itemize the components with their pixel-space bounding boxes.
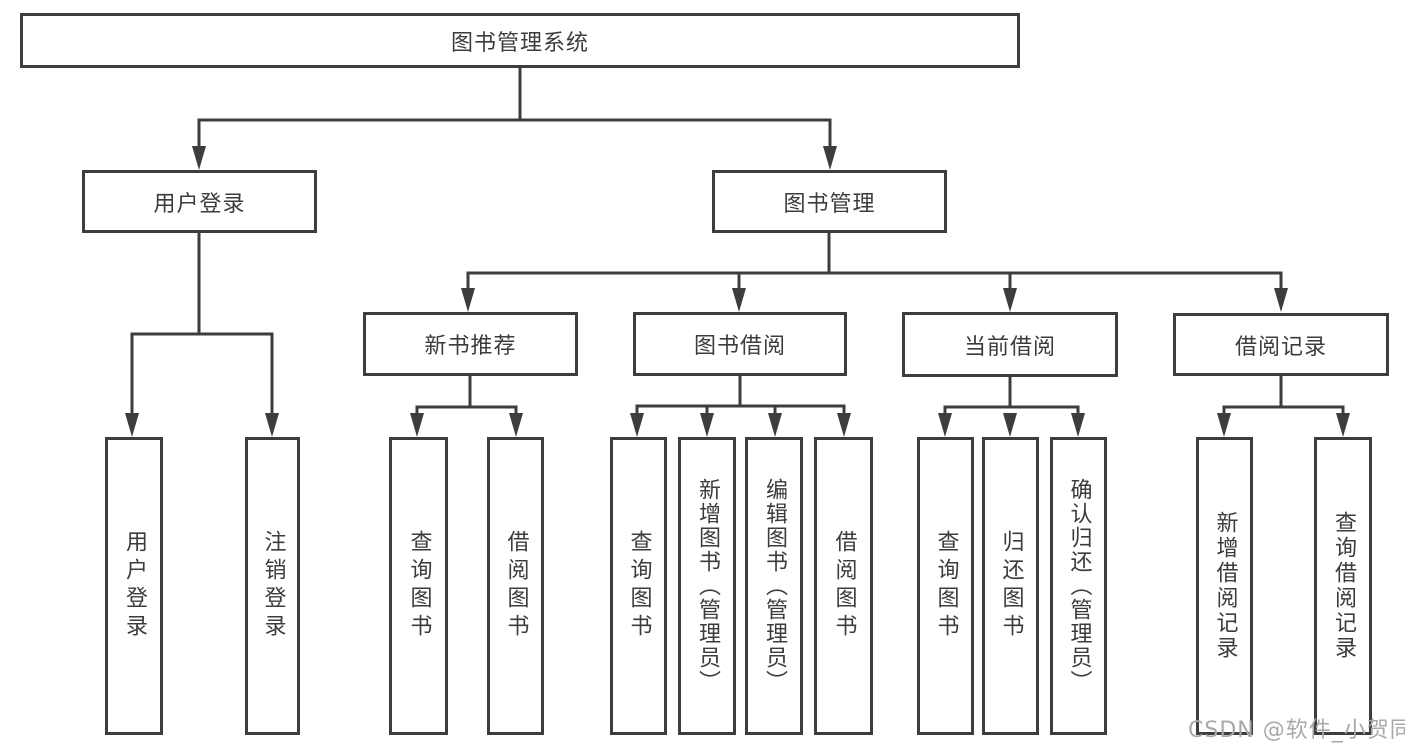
leaf-return-book: 归还图书 [982,437,1039,735]
leaf-add-borrow-record: 新增借阅记录 [1196,437,1253,735]
leaf-borrow-book-recommend: 借阅图书 [487,437,544,735]
node-borrowing-records: 借阅记录 [1173,313,1389,376]
leaf-query-borrow-record: 查询借阅记录 [1314,437,1372,735]
leaf-query-book-recommend: 查询图书 [389,437,448,735]
watermark: CSDN @软件_小贺同学 [1188,718,1405,743]
connector-lines [130,68,1345,416]
leaf-label: 查询借阅记录 [1331,511,1356,661]
leaf-label: 查询图书 [406,530,432,642]
node-label: 当前借阅 [963,334,1056,360]
leaf-user-login: 用户登录 [105,437,163,735]
leaf-query-book-current: 查询图书 [917,437,974,735]
node-label: 用户登录 [153,191,246,217]
node-library-management-system: 图书管理系统 [20,13,1020,68]
leaf-label: 查询图书 [933,530,959,642]
leaf-label: 查询图书 [626,530,652,642]
node-label: 图书借阅 [693,334,786,359]
node-book-borrowing: 图书借阅 [633,312,847,376]
leaf-label: 借阅图书 [503,530,529,642]
node-new-book-recommendation: 新书推荐 [363,312,578,376]
leaf-label: 新增图书（管理员） [695,478,720,694]
node-label: 借阅记录 [1234,334,1327,360]
leaf-label: 归还图书 [998,530,1024,642]
node-user-login: 用户登录 [82,170,317,233]
node-book-management: 图书管理 [712,170,947,233]
node-label: 图书管理 [783,191,876,217]
leaf-borrow-book: 借阅图书 [814,437,873,735]
leaf-label: 借阅图书 [831,530,857,642]
leaf-label: 新增借阅记录 [1212,511,1238,661]
leaf-confirm-return-admin: 确认归还（管理员） [1050,437,1107,735]
leaf-label: 注销登录 [260,530,286,642]
node-current-borrowing: 当前借阅 [902,312,1118,377]
leaf-label: 编辑图书（管理员） [762,478,787,694]
leaf-label: 确认归还（管理员） [1066,478,1092,694]
leaf-edit-book-admin: 编辑图书（管理员） [745,437,803,735]
leaf-query-book-borrow: 查询图书 [610,437,667,735]
leaf-add-book-admin: 新增图书（管理员） [678,437,736,735]
leaf-label: 用户登录 [122,530,147,642]
node-label: 图书管理系统 [450,30,589,56]
arrow-down-icons [125,146,1350,437]
node-label: 新书推荐 [424,334,517,359]
leaf-logout: 注销登录 [245,437,300,735]
